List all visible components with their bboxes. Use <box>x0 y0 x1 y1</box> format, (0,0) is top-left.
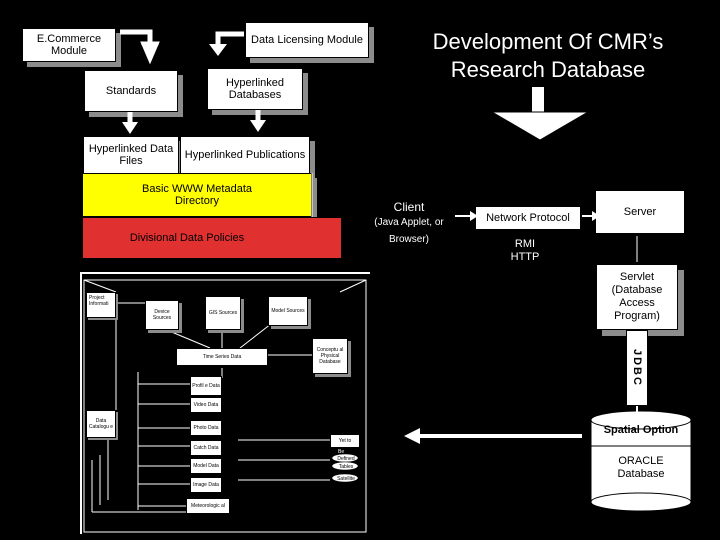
divisional-data-policies: Divisional Data Policies <box>82 217 342 259</box>
divisional-label: Divisional Data Policies <box>129 232 245 244</box>
hyperlinked-publications-label: Hyperlinked Publications <box>184 149 306 161</box>
rmi-label: RMI <box>514 238 536 250</box>
diagram-item-label: Catch Data <box>193 445 219 451</box>
yet-item-satellite: Satellite <box>337 476 355 482</box>
hyperlinked-data-files-label: Hyperlinked Data Files <box>88 143 174 167</box>
time-series-label: Time Series Data <box>202 354 242 360</box>
yet-item-tables: Tables <box>338 464 354 470</box>
oracle-to-diagram-arrow <box>404 428 582 444</box>
diagram-item-label: Meteorologic al <box>191 503 225 509</box>
hyperlinked-data-files-box: Hyperlinked Data Files <box>83 136 179 174</box>
model-sources-box: Model Sources <box>268 296 308 326</box>
basic-www-label: Basic WWW Metadata Directory <box>141 183 253 207</box>
time-series-box: Time Series Data <box>176 348 268 366</box>
ecommerce-module-label: E.Commerce Module <box>36 33 102 57</box>
jdbc-label: JDBC <box>631 349 643 387</box>
diagram-item-meteorological: Meteorologic al <box>186 498 230 514</box>
data-licensing-module-label: Data Licensing Module <box>251 34 363 46</box>
data-catalogue-label: Data Catalogu e <box>88 418 114 430</box>
hyperlinked-db-arrow <box>250 110 266 132</box>
client-title: Client <box>393 200 425 214</box>
hyperlinked-databases-label: Hyperlinked Databases <box>225 77 285 101</box>
jdbc-bar: JDBC <box>626 330 648 406</box>
standards-label: Standards <box>105 85 157 97</box>
diagram-item-photo: Photo Data <box>190 420 222 436</box>
diagram-item-image: Image Data <box>190 477 222 493</box>
servlet-label: Servlet (Database Access Program) <box>611 271 663 322</box>
diagram-item-profile: Profil e Data <box>190 376 222 396</box>
data-catalogue-box: Data Catalogu e <box>86 410 116 438</box>
ecommerce-module-box: E.Commerce Module <box>22 28 116 62</box>
title-arrow <box>490 87 590 141</box>
data-licensing-arrow <box>209 31 244 56</box>
device-sources-label: Device Sources <box>152 309 172 321</box>
network-protocol-label: Network Protocol <box>486 212 570 224</box>
client-network-arrow <box>455 211 600 221</box>
standards-arrow <box>122 112 138 134</box>
servlet-box: Servlet (Database Access Program) <box>596 264 678 330</box>
ecommerce-arrow <box>120 29 160 65</box>
project-info-box: Project Informati <box>86 292 116 318</box>
diagram-item-label: Video Data <box>193 402 219 408</box>
diagram-item-label: Model Data <box>193 463 219 469</box>
diagram-item-model: Model Data <box>190 458 222 474</box>
data-licensing-module-box: Data Licensing Module <box>245 22 369 58</box>
yet-to-label: Yet to <box>338 438 352 444</box>
server-label: Server <box>623 206 657 218</box>
diagram-item-label: Photo Data <box>193 425 219 431</box>
client-subtitle: (Java Applet, or Browser) <box>374 217 444 245</box>
gis-sources-label: GIS Sources <box>208 310 238 316</box>
http-label: HTTP <box>510 251 540 263</box>
conceptual-box: Conceptu al Physical Database <box>312 338 348 374</box>
model-sources-label: Model Sources <box>271 308 305 314</box>
hyperlinked-databases-box: Hyperlinked Databases <box>207 68 303 110</box>
yet-to-box: Yet to <box>330 434 360 448</box>
conceptual-label: Conceptu al Physical Database <box>316 347 344 365</box>
standards-box: Standards <box>84 70 178 112</box>
spatial-option-label: Spatial Option <box>603 424 679 436</box>
device-sources-box: Device Sources <box>145 300 179 330</box>
yet-item-be: Be <box>338 449 345 455</box>
gis-sources-box: GIS Sources <box>205 296 241 330</box>
oracle-label: ORACLE Database <box>617 455 665 480</box>
project-info-label: Project Informati <box>89 295 109 307</box>
network-protocol-box: Network Protocol <box>475 206 581 230</box>
diagram-item-video: Video Data <box>190 397 222 413</box>
diagram-item-catch: Catch Data <box>190 440 222 456</box>
diagram-item-label: Image Data <box>193 482 219 488</box>
page-title: Development Of CMR’s Research Database <box>432 29 664 82</box>
server-box: Server <box>595 190 685 234</box>
diagram-item-label: Profil e Data <box>192 383 220 389</box>
yet-item-defined: Defined <box>337 456 355 462</box>
